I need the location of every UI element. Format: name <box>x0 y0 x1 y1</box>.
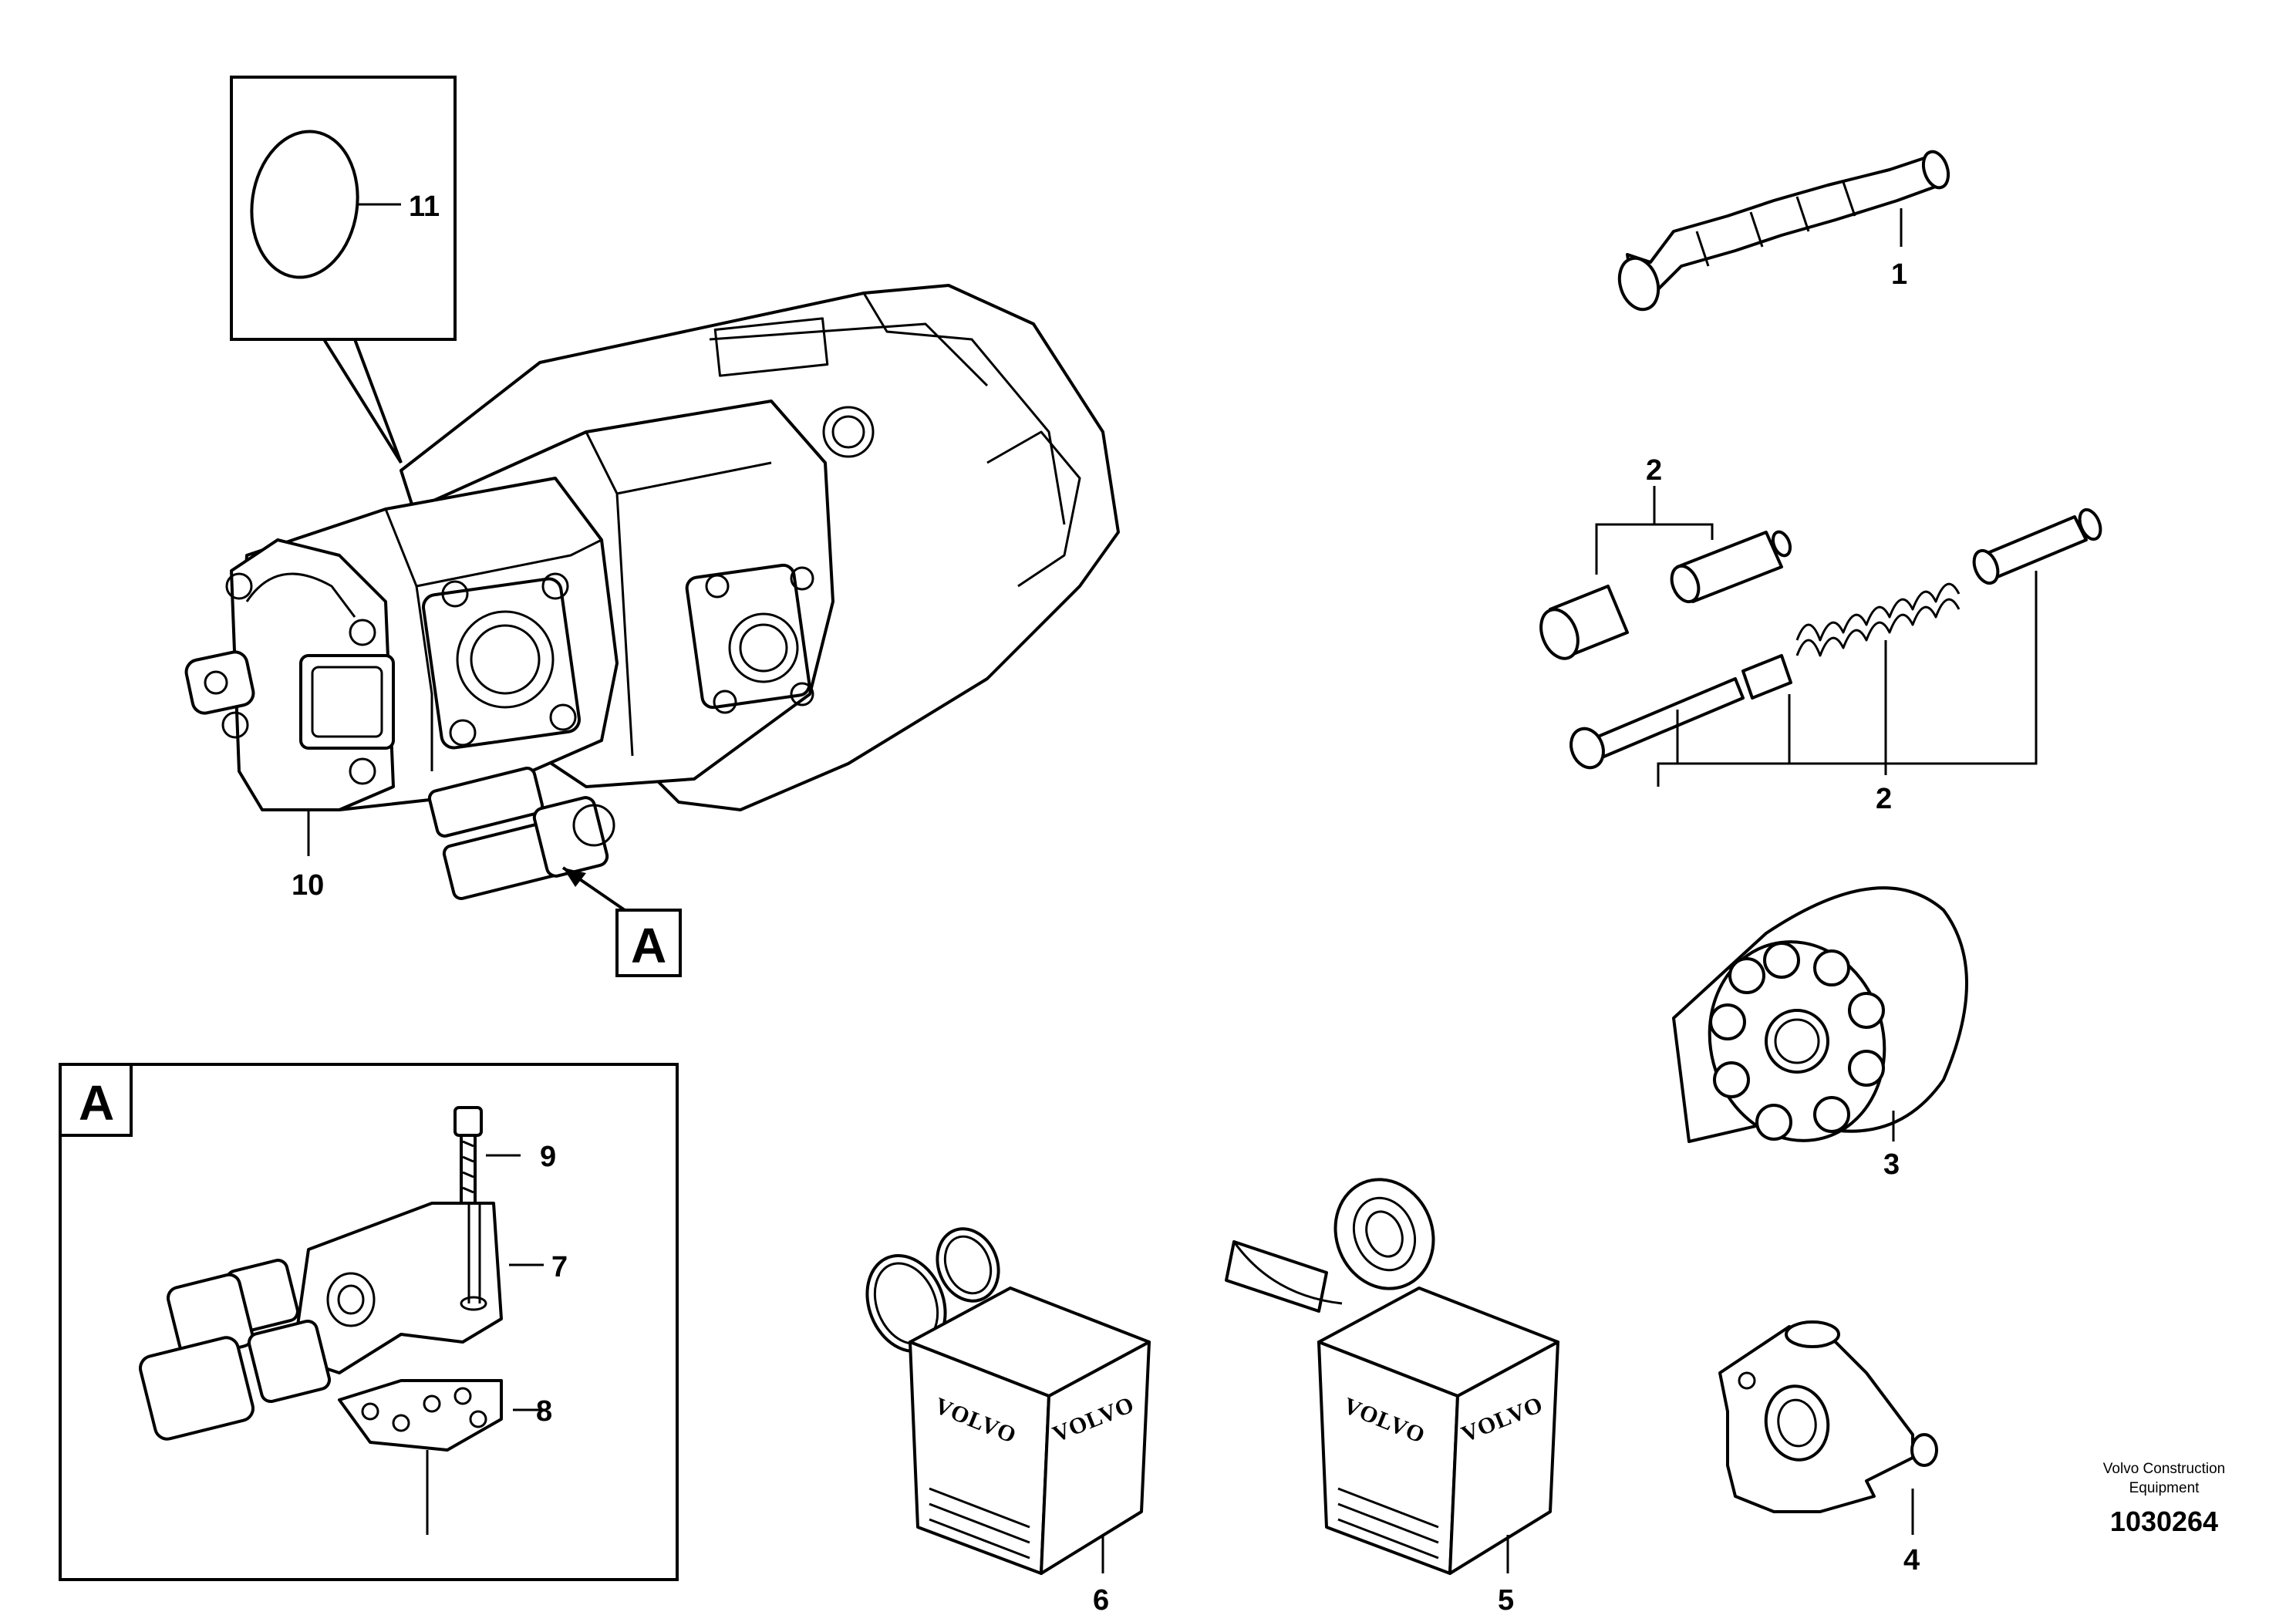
cylinder-block-part <box>1672 886 1968 1143</box>
callout-4: 4 <box>1903 1544 1920 1576</box>
callout-1: 1 <box>1891 258 1907 291</box>
callout-10: 10 <box>292 869 324 902</box>
callout-8: 8 <box>536 1395 552 1428</box>
callout-7: 7 <box>551 1251 568 1283</box>
hydraulic-pump-assembly <box>184 284 1120 900</box>
callout-9: 9 <box>540 1141 556 1173</box>
o-ring-part <box>250 130 359 279</box>
callout-2-bottom: 2 <box>1876 783 1892 815</box>
callout-6: 6 <box>1093 1584 1109 1617</box>
drive-shaft-part <box>1617 150 1950 312</box>
bearing-kit-5: VOLVO VOLVO <box>1225 1178 1559 1575</box>
document-number: 1030264 <box>2110 1506 2218 1537</box>
callout-5: 5 <box>1498 1584 1514 1617</box>
spring-and-pin-set <box>1539 486 2102 787</box>
seal-kit-6: VOLVO VOLVO <box>865 1227 1151 1575</box>
publisher-credit-line2: Equipment <box>2129 1480 2200 1496</box>
svg-text:A: A <box>631 918 666 973</box>
detail-a-marker: A <box>561 866 682 977</box>
valve-housing-part <box>1718 1320 1938 1535</box>
callout-11: 11 <box>409 191 440 223</box>
publisher-credit-line1: Volvo Construction <box>2103 1461 2225 1477</box>
o-ring-inset <box>230 76 457 464</box>
detail-panel-label: A <box>79 1075 114 1131</box>
detail-panel-a: A <box>59 1063 679 1581</box>
callout-3: 3 <box>1883 1148 1900 1181</box>
callout-2-top: 2 <box>1646 454 1662 487</box>
